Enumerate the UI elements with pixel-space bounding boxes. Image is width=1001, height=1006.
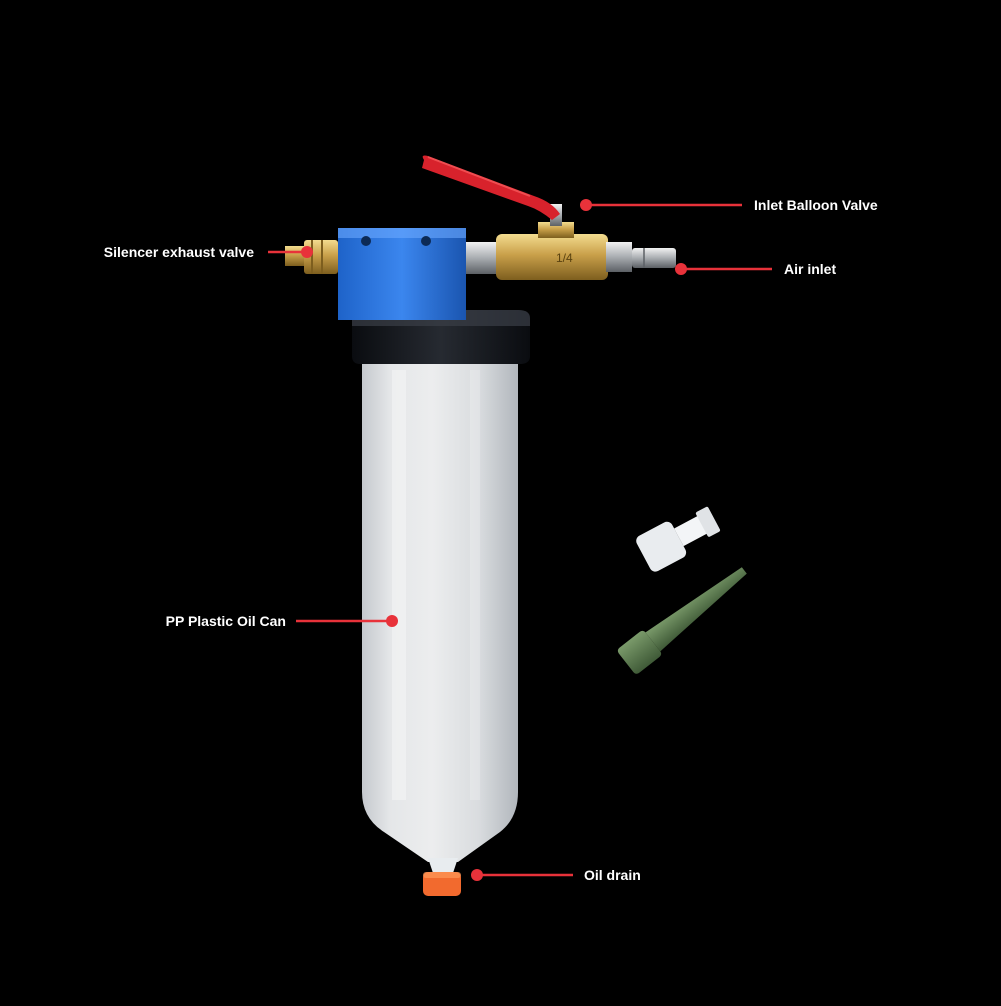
label-oil-drain: Oil drain	[584, 867, 641, 883]
silencer-exhaust-valve	[285, 240, 338, 274]
barb-adapter-accessory	[636, 506, 721, 572]
label-air-inlet: Air inlet	[784, 261, 837, 277]
label-inlet-balloon-valve: Inlet Balloon Valve	[754, 197, 878, 213]
tapered-tip-accessory	[617, 567, 747, 674]
callout-inlet-balloon-valve-pointer	[580, 199, 742, 211]
oil-drain-nozzle	[423, 858, 461, 896]
callout-air-inlet-pointer	[675, 263, 772, 275]
blue-valve-block	[338, 228, 466, 320]
callout-oil-drain-pointer	[471, 869, 573, 881]
callout-silencer-exhaust-valve-pointer	[268, 246, 313, 258]
valve-handle	[422, 155, 560, 220]
steel-connector	[466, 242, 498, 274]
callout-pp-plastic-oil-can-pointer	[296, 615, 398, 627]
label-silencer-exhaust-valve: Silencer exhaust valve	[103, 244, 254, 260]
valve-marking: 1/4	[556, 251, 573, 265]
label-pp-plastic-oil-can: PP Plastic Oil Can	[165, 613, 286, 629]
air-inlet-coupler	[606, 242, 676, 272]
oil-can-body	[362, 358, 518, 862]
